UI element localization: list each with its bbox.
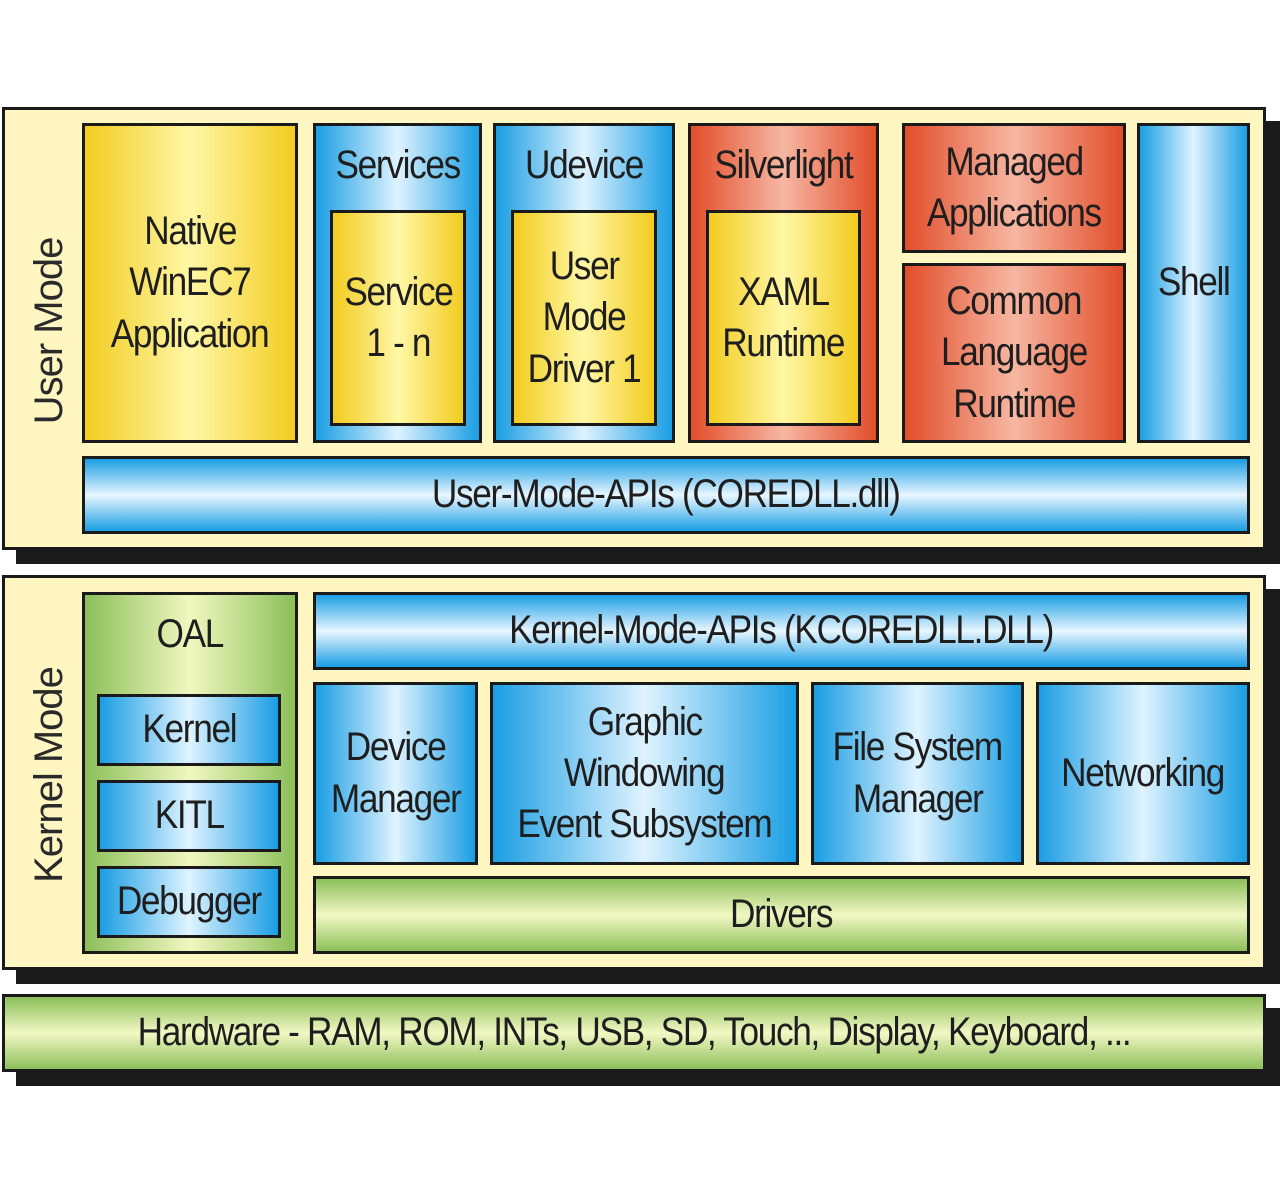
user-mode-label: User Mode [27,237,71,425]
service-inner-line1: Service [343,269,453,314]
oal-kitl-box: KITL [97,780,281,852]
services-title: Services [335,143,461,187]
shell-label: Shell [1157,260,1231,305]
device-manager-line1: Device [345,725,447,770]
hardware-label: Hardware - RAM, ROM, INTs, USB, SD, Touc… [137,1010,1132,1055]
user-mode-apis-label: User-Mode-APIs (COREDLL.dll) [432,472,901,517]
drivers-bar: Drivers [313,876,1250,954]
networking-label: Networking [1061,750,1226,795]
service-inner-box: Service 1 - n [330,210,466,426]
filesys-line1: File System [832,725,1004,770]
umd-line2: Mode [542,295,627,340]
device-manager-box: Device Manager [313,682,478,865]
service-inner-line2: 1 - n [366,321,431,365]
gwes-line3: Event Subsystem [517,802,772,847]
gwes-line2: Windowing [564,750,726,795]
oal-debugger-label: Debugger [116,879,262,924]
umd-line3: Driver 1 [527,346,642,391]
filesys-line2: Manager [852,776,984,821]
oal-title: OAL [156,612,225,656]
user-mode-apis-bar: User-Mode-APIs (COREDLL.dll) [82,456,1250,534]
silverlight-title: Silverlight [714,143,853,187]
managed-applications-box: Managed Applications [902,123,1126,253]
oal-kitl-label: KITL [154,793,224,838]
networking-box: Networking [1036,682,1250,865]
clr-box: Common Language Runtime [902,263,1126,443]
kernel-mode-label: Kernel Mode [27,667,71,883]
gwes-box: Graphic Windowing Event Subsystem [490,682,799,865]
oal-debugger-box: Debugger [97,866,281,938]
xaml-line1: XAML [738,269,830,314]
managed-line1: Managed [945,139,1084,184]
oal-kernel-label: Kernel [142,707,237,752]
native-app-line2: WinEC7 [129,260,251,305]
shell-box: Shell [1137,123,1250,443]
umd-line1: User [549,244,619,289]
clr-line3: Runtime [953,381,1076,426]
managed-line2: Applications [927,191,1102,235]
native-app-line1: Native [144,209,237,254]
kernel-mode-apis-label: Kernel-Mode-APIs (KCOREDLL.DLL) [509,608,1054,653]
kernel-mode-apis-bar: Kernel-Mode-APIs (KCOREDLL.DLL) [313,592,1250,670]
user-mode-driver-box: User Mode Driver 1 [511,210,657,426]
gwes-line1: Graphic [587,699,702,744]
oal-kernel-box: Kernel [97,694,281,766]
native-app-line3: Application [111,311,270,356]
xaml-line2: Runtime [722,321,846,365]
clr-line2: Language [940,330,1088,375]
drivers-label: Drivers [730,892,834,937]
device-manager-line2: Manager [330,776,462,821]
xaml-runtime-box: XAML Runtime [706,210,861,426]
clr-line1: Common [946,279,1083,324]
udevice-title: Udevice [525,143,644,187]
native-app-box: Native WinEC7 Application [82,123,298,443]
filesys-box: File System Manager [811,682,1024,865]
hardware-bar: Hardware - RAM, ROM, INTs, USB, SD, Touc… [2,994,1266,1072]
